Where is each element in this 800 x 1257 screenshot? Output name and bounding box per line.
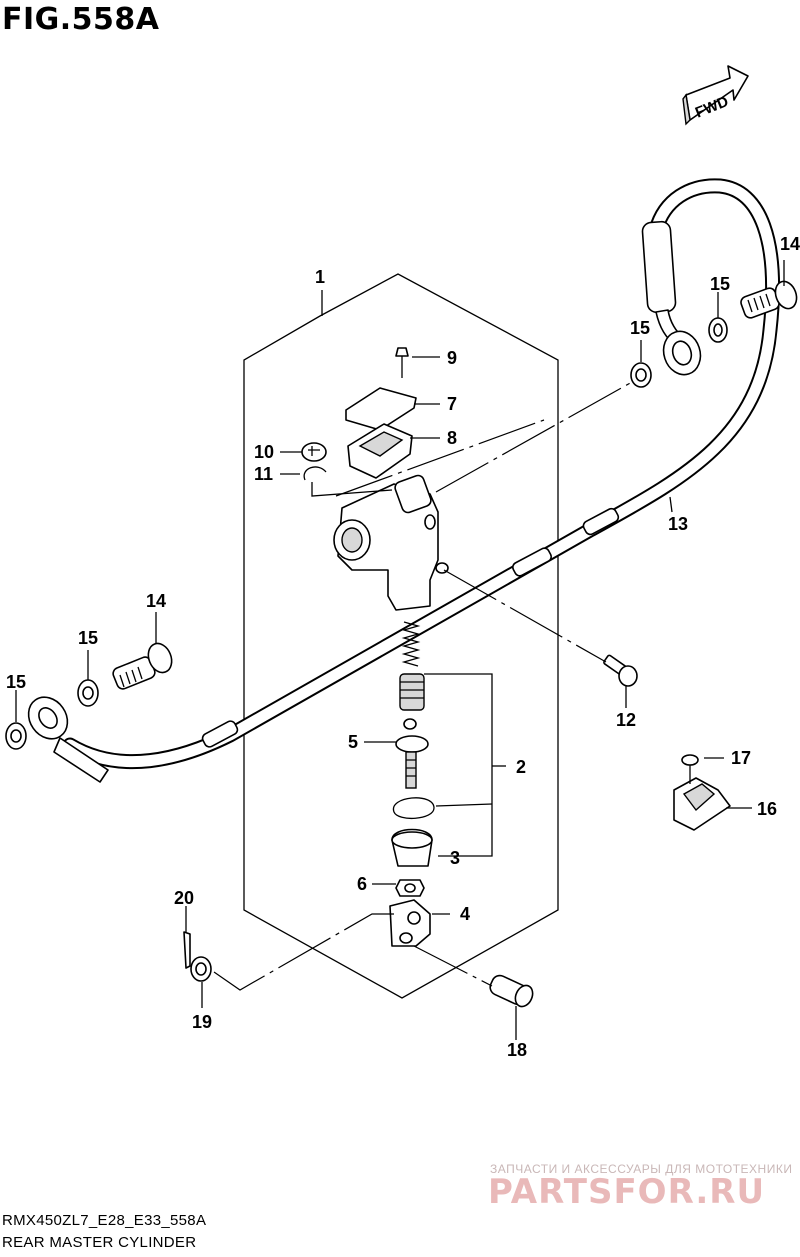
master-cylinder-body: [333, 474, 449, 611]
figure-model-code: RMX450ZL7_E28_E33_558A: [2, 1212, 207, 1229]
callout-15-top-b: 15: [630, 318, 650, 338]
callout-8: 8: [447, 428, 457, 448]
watermark-tagline: ЗАПЧАСТИ И АКСЕССУАРЫ ДЛЯ МОТОТЕХНИКИ: [490, 1162, 793, 1176]
callout-13: 13: [668, 514, 688, 534]
callout-3: 3: [450, 848, 460, 868]
pushrod-parts: [389, 828, 534, 1008]
callout-6: 6: [357, 874, 367, 894]
union-bolt-left: [112, 642, 173, 690]
callout-15-left-b: 15: [6, 672, 26, 692]
washer-set: [5, 317, 728, 750]
callout-10: 10: [254, 442, 274, 462]
watermark-brand-logo: PARTSFOR.RU: [488, 1172, 766, 1212]
cotter-pin-and-washer: [183, 931, 212, 982]
figure-title: FIG.558A: [2, 2, 160, 37]
callout-20: 20: [174, 888, 194, 908]
plug-and-circlip: [301, 442, 327, 481]
callout-7: 7: [447, 394, 457, 414]
callout-5: 5: [348, 732, 358, 752]
reservoir-cap-assembly: [345, 347, 417, 479]
brake-hose: [27, 178, 780, 783]
callout-2: 2: [516, 757, 526, 777]
assembly-outline: [243, 273, 559, 999]
callout-9: 9: [447, 348, 457, 368]
callout-12: 12: [616, 710, 636, 730]
piston-assembly: [393, 621, 435, 819]
callout-18: 18: [507, 1040, 527, 1060]
callout-11: 11: [254, 464, 273, 484]
callout-17: 17: [731, 748, 751, 768]
callout-1: 1: [315, 267, 325, 287]
callout-4: 4: [460, 904, 470, 924]
figure-section-name: REAR MASTER CYLINDER: [2, 1234, 197, 1251]
leader-lines: [15, 260, 785, 1040]
callout-16: 16: [757, 799, 777, 819]
callout-14-top: 14: [780, 234, 800, 254]
hose-clamp: [673, 754, 731, 831]
fwd-arrow-icon: FWD: [682, 65, 749, 126]
callout-15-left-a: 15: [78, 628, 98, 648]
callout-15-top-a: 15: [710, 274, 730, 294]
callout-numbers: 1 2 3 4 5 6 7 8 9 10 11 12 13 14 14 15 1…: [6, 234, 800, 1060]
mounting-screw: [603, 654, 638, 687]
callout-19: 19: [192, 1012, 212, 1032]
union-bolt-top: [740, 280, 798, 319]
callout-14-left: 14: [146, 591, 166, 611]
